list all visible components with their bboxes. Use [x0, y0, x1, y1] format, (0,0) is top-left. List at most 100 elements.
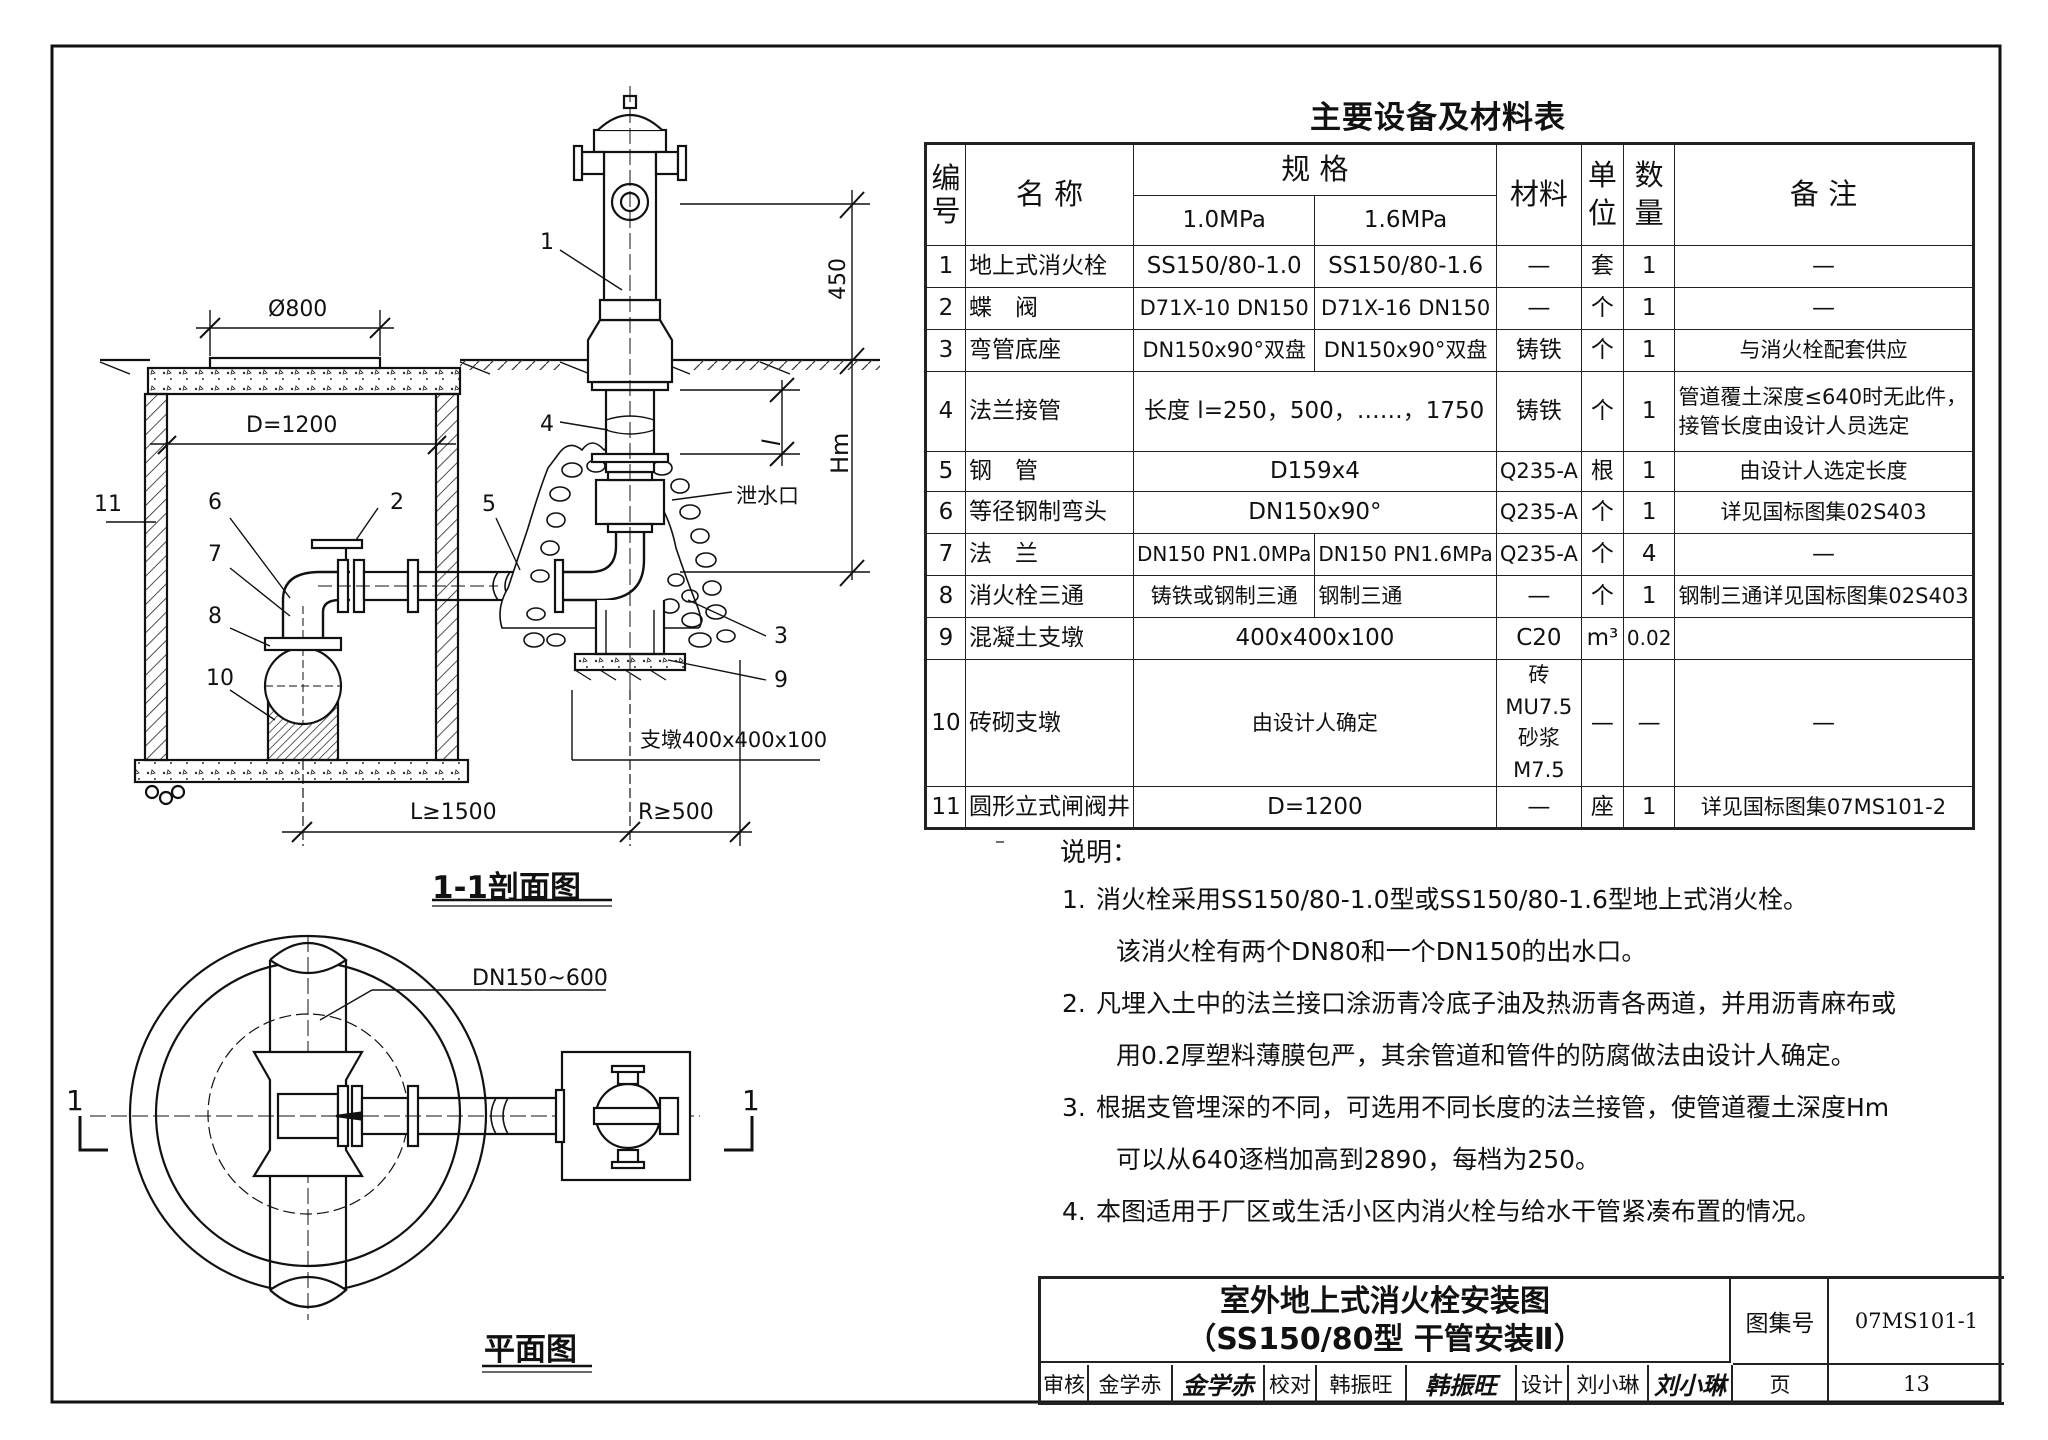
header-unit: 单位 — [1580, 143, 1624, 246]
sheet-border — [50, 44, 2002, 1404]
row-remark: 详见国标图集02S403 — [1674, 491, 1974, 534]
row-no: 7 — [925, 533, 966, 576]
row-material: Q235-A — [1495, 491, 1582, 534]
row-material: 砖MU7.5 砂浆M7.5 — [1495, 659, 1582, 787]
row-unit: — — [1580, 659, 1624, 787]
row-name: 钢 管 — [965, 451, 1134, 492]
row-remark: 钢制三通详见国标图集02S403 — [1674, 575, 1974, 618]
row-qty: 1 — [1622, 371, 1676, 452]
note-text: 消火栓采用SS150/80-1.0型或SS150/80-1.6型地上式消火栓。 — [1096, 885, 1808, 914]
row-spec: 400x400x100 — [1133, 617, 1497, 660]
row-qty: 1 — [1622, 287, 1676, 330]
plan-view — [78, 934, 754, 1373]
row-spec: 长度 l=250，500，……，1750 — [1133, 371, 1497, 452]
row-no: 1 — [925, 245, 966, 288]
row-qty: 1 — [1622, 491, 1676, 534]
row-spec-1: SS150/80-1.0 — [1132, 245, 1316, 288]
designer-signature: 刘小琳 — [1649, 1365, 1733, 1402]
row-qty: 1 — [1622, 575, 1676, 618]
pier-size-label: 支墩400x400x100 — [640, 728, 828, 752]
row-spec-1: DN150 PN1.0MPa — [1132, 533, 1316, 576]
materials-table-title: 主要设备及材料表 — [1310, 100, 1566, 136]
header-spec-16mpa: 1.6MPa — [1314, 195, 1497, 246]
atlas-number: 07MS101-1 — [1829, 1279, 2004, 1365]
dim-well-diameter: D=1200 — [246, 413, 338, 438]
row-material: — — [1495, 575, 1582, 618]
drain-outlet-label: 泄水口 — [736, 484, 799, 508]
row-name: 圆形立式闸阀井 — [965, 786, 1134, 829]
note-number: 4. — [1062, 1197, 1086, 1226]
materials-table: 编号 名 称 规 格 材料 单位 数量 备 注 1.0MPa 1.6MPa 1 … — [924, 142, 1975, 830]
row-material: Q235-A — [1495, 451, 1582, 492]
row-material: 铸铁 — [1495, 329, 1582, 372]
header-spec-1mpa: 1.0MPa — [1132, 195, 1316, 246]
row-material: Q235-A — [1495, 533, 1582, 576]
row-no: 11 — [925, 786, 966, 829]
note-number: 1. — [1062, 885, 1086, 914]
row-qty: 1 — [1622, 329, 1676, 372]
table-row: 9 混凝土支墩 400x400x100 C20 m³ 0.02 — [925, 617, 1974, 660]
row-name: 混凝土支墩 — [965, 617, 1134, 660]
row-material: — — [1495, 287, 1582, 330]
table-row: 8 消火栓三通 铸铁或钢制三通 钢制三通 — 个 1 钢制三通详见国标图集02S… — [925, 575, 1974, 618]
row-name: 地上式消火栓 — [965, 245, 1134, 288]
row-material: 铸铁 — [1495, 371, 1582, 452]
row-spec-2: DN150 PN1.6MPa — [1314, 533, 1497, 576]
row-qty: 1 — [1622, 786, 1676, 829]
row-unit: 根 — [1580, 451, 1624, 492]
row-name: 等径钢制弯头 — [965, 491, 1134, 534]
design-label: 设计 — [1517, 1365, 1569, 1402]
row-unit: 个 — [1580, 575, 1624, 618]
callout-4: 4 — [540, 412, 554, 437]
row-name: 蝶 阀 — [965, 287, 1134, 330]
row-qty: 0.02 — [1622, 617, 1676, 660]
row-spec-1: D71X-10 DN150 — [1132, 287, 1316, 330]
notes-title: 说明： — [1060, 838, 1139, 868]
table-row: 10 砖砌支墩 由设计人确定 砖MU7.5 砂浆M7.5 — — — — [925, 659, 1974, 787]
note-item: 1. 消火栓采用SS150/80-1.0型或SS150/80-1.6型地上式消火栓… — [1062, 874, 1808, 978]
row-spec: D159x4 — [1133, 451, 1497, 492]
row-spec-2: SS150/80-1.6 — [1314, 245, 1497, 288]
table-row: 11 圆形立式闸阀井 D=1200 — 座 1 详见国标图集07MS101-2 — [925, 786, 1974, 829]
header-name: 名 称 — [965, 143, 1134, 246]
reviewer-signature: 金学赤 — [1173, 1365, 1265, 1402]
signature-row: 审核 金学赤 金学赤 校对 韩振旺 韩振旺 设计 刘小琳 刘小琳 页 13 — [1041, 1365, 2004, 1402]
drawing-title-line2: （SS150/80型 干管安装Ⅱ） — [1186, 1322, 1584, 1357]
table-row: 5 钢 管 D159x4 Q235-A 根 1 由设计人选定长度 — [925, 451, 1974, 492]
row-spec: 由设计人确定 — [1133, 659, 1497, 787]
section-view-title: 1-1剖面图 — [432, 870, 582, 906]
row-no: 8 — [925, 575, 966, 618]
plan-view-title: 平面图 — [484, 1332, 577, 1368]
row-unit: m³ — [1580, 617, 1624, 660]
dim-radius: R≥500 — [638, 800, 714, 825]
row-remark: — — [1674, 533, 1974, 576]
row-no: 6 — [925, 491, 966, 534]
row-remark: — — [1674, 287, 1974, 330]
dim-horizontal-length: L≥1500 — [410, 800, 497, 825]
note-text-cont: 可以从640逐档加高到2890，每档为250。 — [1116, 1145, 1601, 1174]
header-no: 编号 — [925, 143, 966, 246]
note-item: 3.根据支管埋深的不同，可选用不同长度的法兰接管，使管道覆土深度Hm 可以从64… — [1062, 1082, 1889, 1186]
row-spec-2: DN150x90°双盘 — [1314, 329, 1497, 372]
note-text-cont: 该消火栓有两个DN80和一个DN150的出水口。 — [1116, 937, 1647, 966]
row-name: 弯管底座 — [965, 329, 1134, 372]
row-name: 消火栓三通 — [965, 575, 1134, 618]
designer-name: 刘小琳 — [1569, 1365, 1649, 1402]
row-no: 5 — [925, 451, 966, 492]
dim-cover-depth: Hm — [826, 432, 854, 474]
row-material: C20 — [1495, 617, 1582, 660]
review-label: 审核 — [1041, 1365, 1089, 1402]
row-remark: 与消火栓配套供应 — [1674, 329, 1974, 372]
row-remark: 由设计人选定长度 — [1674, 451, 1974, 492]
title-block: 室外地上式消火栓安装图 （SS150/80型 干管安装Ⅱ） 图集号 07MS10… — [1038, 1276, 2004, 1405]
note-text: 本图适用于厂区或生活小区内消火栓与给水干管紧凑布置的情况。 — [1096, 1197, 1822, 1226]
row-no: 3 — [925, 329, 966, 372]
row-no: 4 — [925, 371, 966, 452]
table-row: 6 等径钢制弯头 DN150x90° Q235-A 个 1 详见国标图集02S4… — [925, 491, 1974, 534]
row-spec-1: DN150x90°双盘 — [1132, 329, 1316, 372]
note-item: 4. 本图适用于厂区或生活小区内消火栓与给水干管紧凑布置的情况。 — [1062, 1186, 1821, 1238]
table-row: 4 法兰接管 长度 l=250，500，……，1750 铸铁 个 1 管道覆土深… — [925, 371, 1974, 452]
callout-8: 8 — [208, 604, 222, 629]
